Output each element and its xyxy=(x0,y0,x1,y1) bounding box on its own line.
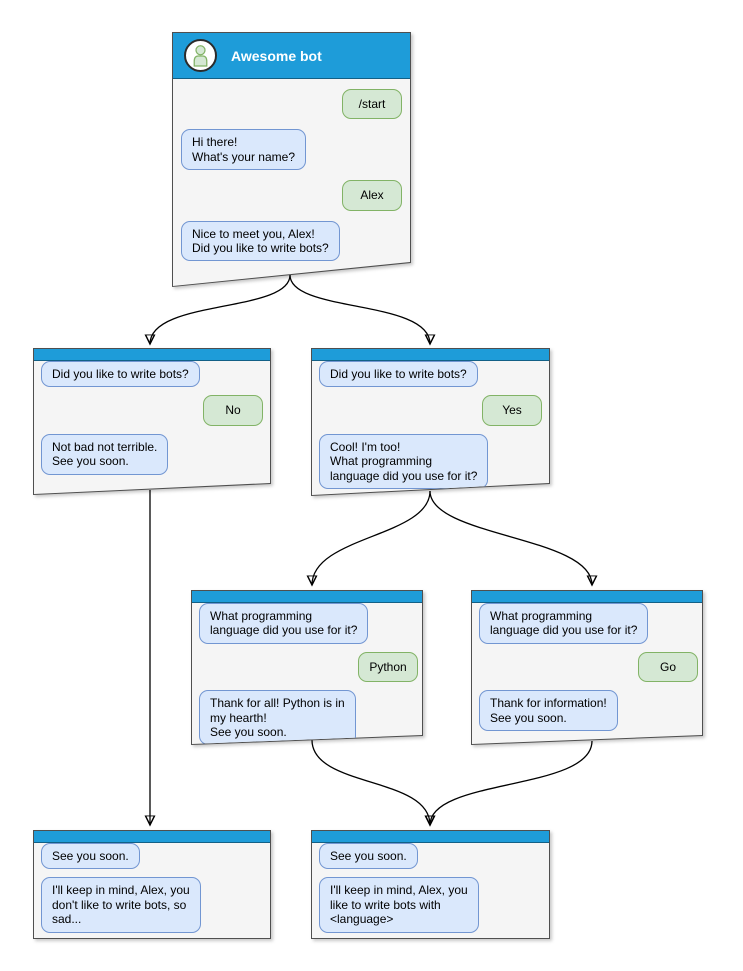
chat-card-end-no[interactable]: See you soon. I'll keep in mind, Alex, y… xyxy=(33,830,271,939)
bot-message-bubble: Did you like to write bots? xyxy=(41,361,200,387)
edge-yes-to-python xyxy=(312,490,431,585)
chat-card-start[interactable]: Awesome bot /start Hi there! What's your… xyxy=(172,32,411,287)
chat-card-end-language[interactable]: See you soon. I'll keep in mind, Alex, y… xyxy=(311,830,550,939)
chat-header-bar xyxy=(472,591,702,603)
bot-message-bubble: Thank for all! Python is in my hearth! S… xyxy=(199,690,356,745)
bot-message-bubble: I'll keep in mind, Alex, you don't like … xyxy=(41,877,201,933)
edge-start-to-yes xyxy=(289,274,430,344)
chat-header-bar xyxy=(312,831,549,843)
user-message-bubble: Yes xyxy=(482,395,542,425)
bot-avatar xyxy=(184,39,217,72)
bot-message-bubble: What programming language did you use fo… xyxy=(479,603,648,644)
chat-header-bar xyxy=(34,349,270,361)
bot-message-bubble: Did you like to write bots? xyxy=(319,361,478,387)
chat-card-branch-go[interactable]: What programming language did you use fo… xyxy=(471,590,703,745)
edge-go-to-end xyxy=(430,740,593,825)
chat-header-bar xyxy=(192,591,422,603)
user-message-bubble: Python xyxy=(358,652,418,682)
bot-message-bubble: See you soon. xyxy=(41,843,140,870)
person-icon xyxy=(190,44,211,67)
user-message-bubble: Alex xyxy=(342,180,402,210)
user-message-bubble: /start xyxy=(342,89,402,119)
bot-message-bubble: Not bad not terrible. See you soon. xyxy=(41,434,168,475)
chat-card-branch-python[interactable]: What programming language did you use fo… xyxy=(191,590,423,745)
bot-message-bubble: See you soon. xyxy=(319,843,418,870)
chat-header: Awesome bot xyxy=(173,33,410,79)
edge-yes-to-go xyxy=(429,490,592,585)
bot-title: Awesome bot xyxy=(231,47,322,64)
bot-message-bubble: What programming language did you use fo… xyxy=(199,603,368,644)
chat-card-branch-yes[interactable]: Did you like to write bots? Yes Cool! I'… xyxy=(311,348,550,496)
bot-message-bubble: I'll keep in mind, Alex, you like to wri… xyxy=(319,877,479,933)
edge-python-to-end xyxy=(311,739,430,825)
user-message-bubble: No xyxy=(203,395,263,425)
chat-header-bar xyxy=(34,831,270,843)
bot-message-bubble: Cool! I'm too! What programming language… xyxy=(319,434,488,489)
bot-message-bubble: Thank for information! See you soon. xyxy=(479,690,618,731)
chat-card-branch-no[interactable]: Did you like to write bots? No Not bad n… xyxy=(33,348,271,495)
user-message-bubble: Go xyxy=(638,652,698,682)
edge-start-to-no xyxy=(150,274,291,344)
chat-header-bar xyxy=(312,349,549,361)
bot-message-bubble: Nice to meet you, Alex! Did you like to … xyxy=(181,221,340,262)
bot-message-bubble: Hi there! What's your name? xyxy=(181,129,306,170)
